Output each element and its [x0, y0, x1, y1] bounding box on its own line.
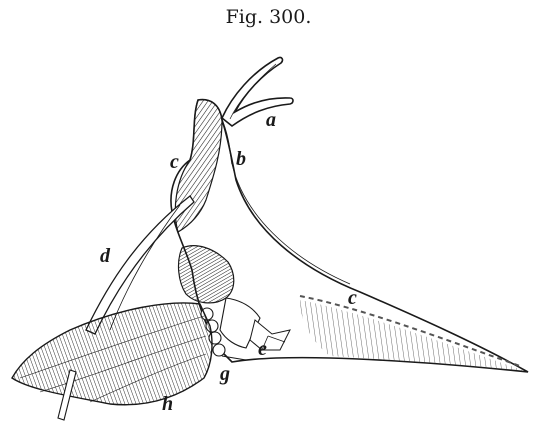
label-g: g: [219, 363, 230, 385]
label-h: h: [162, 393, 173, 415]
label-a: a: [266, 109, 276, 131]
fin-rays-h: [12, 303, 212, 420]
hook-structure-a: [222, 57, 293, 126]
label-b: b: [236, 148, 246, 170]
label-e: e: [258, 338, 267, 360]
label-c-upper: c: [170, 151, 179, 173]
label-c-lower: c: [348, 287, 357, 309]
label-d: d: [100, 245, 111, 267]
